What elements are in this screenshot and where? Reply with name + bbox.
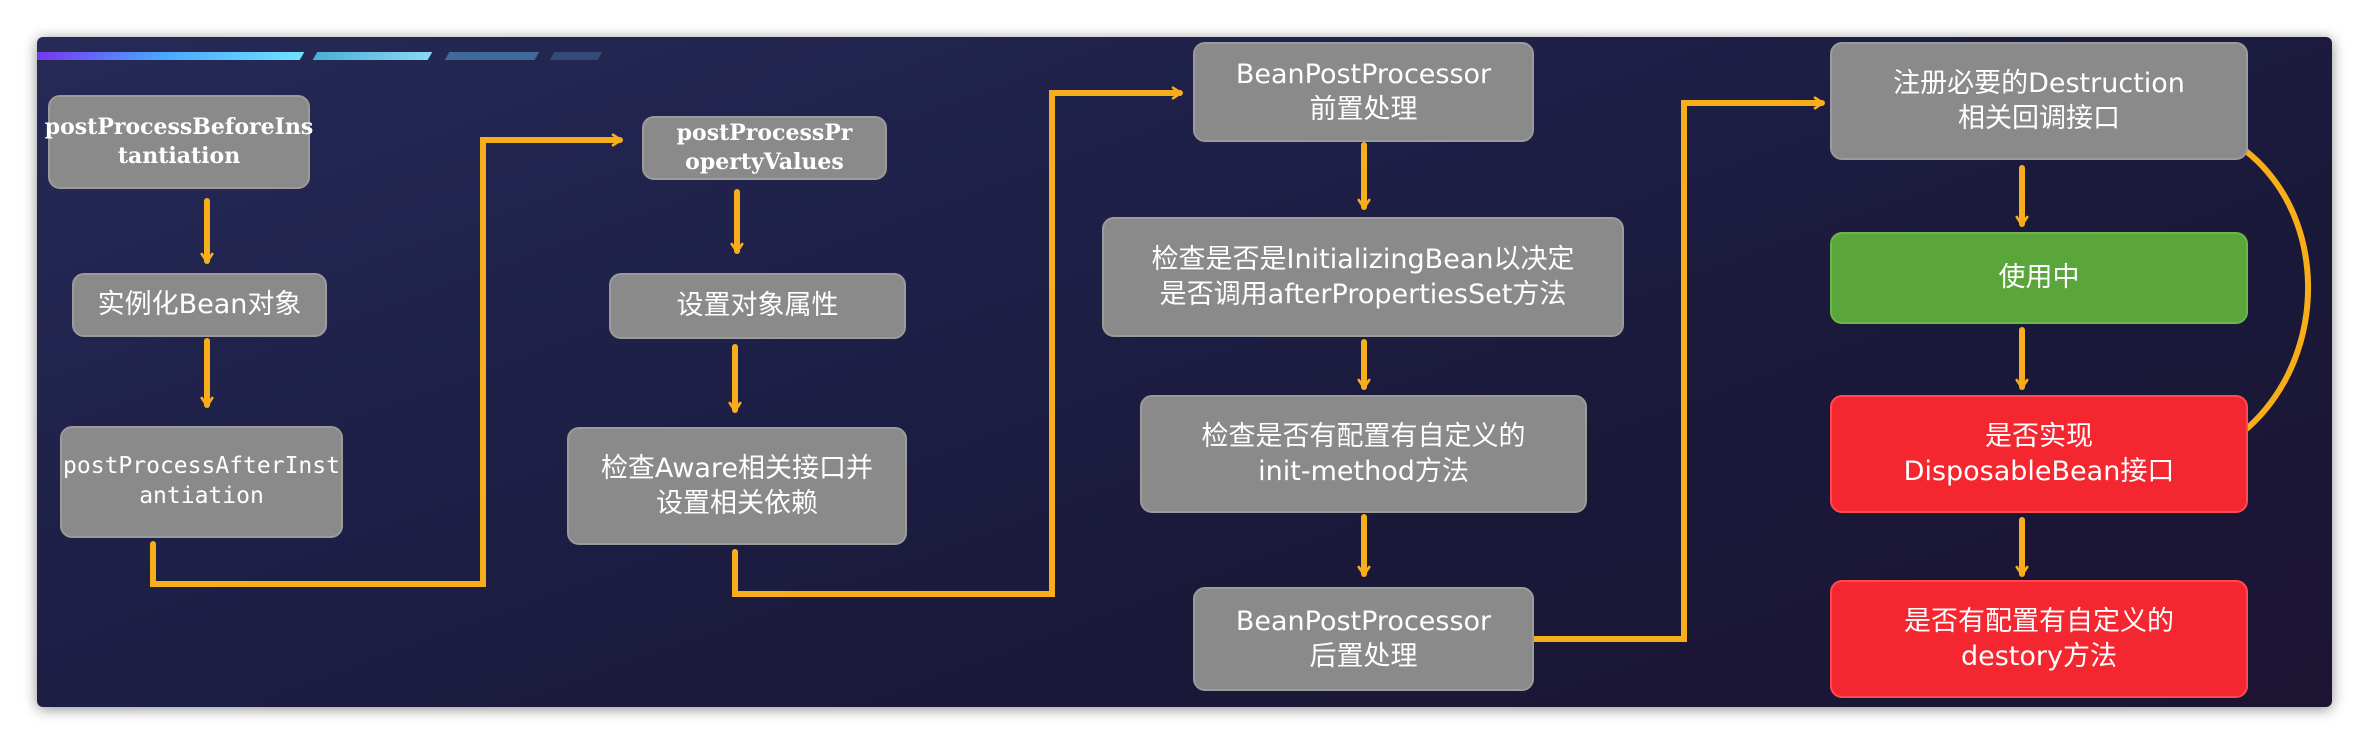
node-check-initializing: 检查是否是InitializingBean以决定 是否调用afterProper… — [1102, 217, 1624, 337]
node-check-init-method: 检查是否有配置有自定义的 init-method方法 — [1140, 395, 1587, 513]
node-check-destroy-method: 是否有配置有自定义的 destory方法 — [1830, 580, 2248, 698]
node-set-properties: 设置对象属性 — [609, 273, 906, 339]
node-bpp-before: BeanPostProcessor 前置处理 — [1193, 42, 1534, 142]
node-check-disposable: 是否实现 DisposableBean接口 — [1830, 395, 2248, 513]
node-post-after-inst: postProcessAfterInst antiation — [60, 426, 343, 538]
node-post-property-values: postProcessPr opertyValues — [642, 116, 887, 180]
node-instantiate-bean: 实例化Bean对象 — [72, 273, 327, 337]
diagram-canvas: postProcessBeforeIns tantiation 实例化Bean对… — [37, 37, 2332, 707]
node-post-before-inst: postProcessBeforeIns tantiation — [45, 95, 313, 189]
arrow-10 — [1531, 96, 1825, 642]
node-check-aware: 检查Aware相关接口并 设置相关依赖 — [567, 427, 907, 545]
node-bpp-after: BeanPostProcessor 后置处理 — [1193, 587, 1534, 691]
node-in-use: 使用中 — [1830, 232, 2248, 324]
arrow-3 — [150, 133, 623, 587]
node-register-destruction: 注册必要的Destruction 相关回调接口 — [1830, 42, 2248, 160]
arrow-6 — [732, 86, 1183, 597]
